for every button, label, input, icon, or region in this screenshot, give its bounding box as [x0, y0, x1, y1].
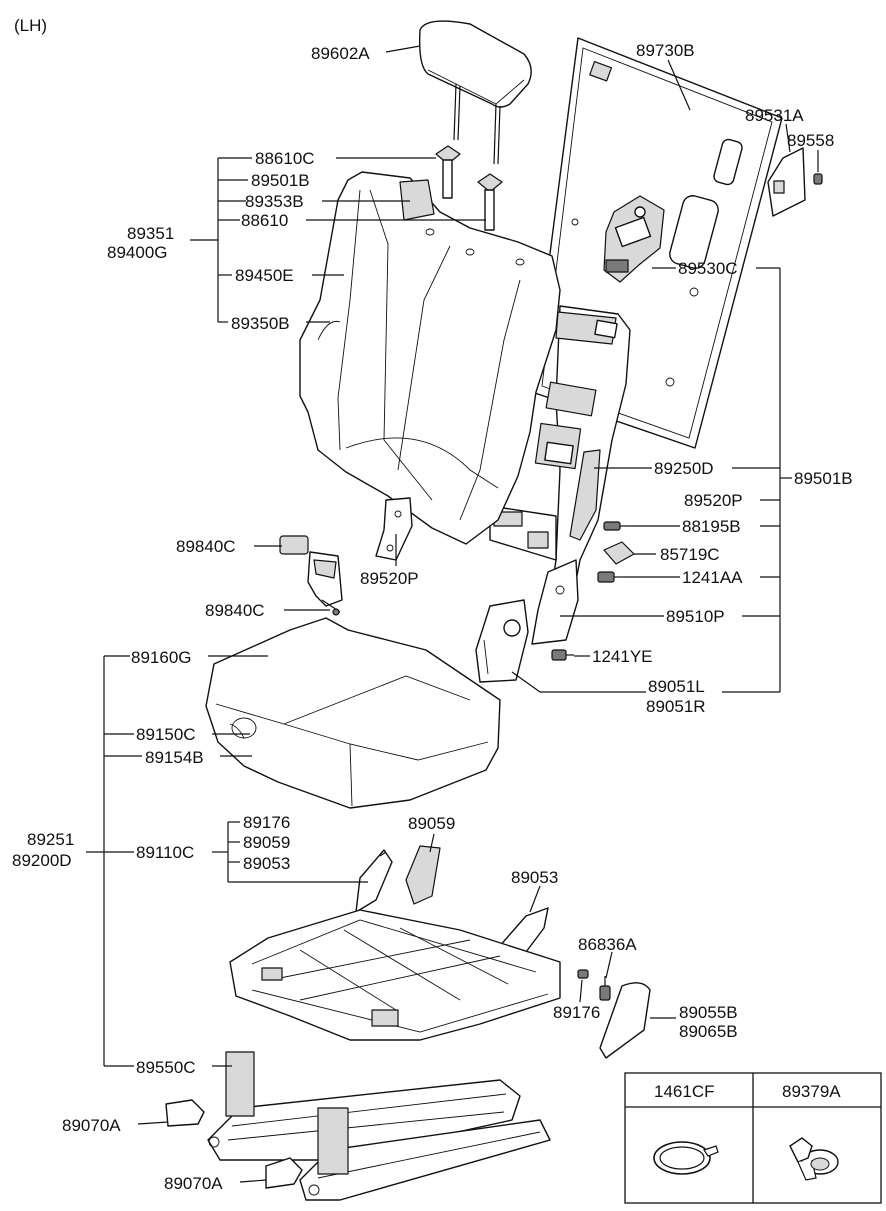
label-85719c: 85719C	[660, 545, 720, 564]
push-clip-89379a-icon	[789, 1137, 839, 1181]
seatback-frame[interactable]	[489, 305, 631, 615]
seat-frame[interactable]	[229, 909, 561, 1041]
bracket-89059-right[interactable]	[405, 845, 441, 905]
label-89350b: 89350B	[231, 314, 290, 333]
ring-clip-1461cf-icon	[653, 1141, 719, 1175]
clip-85719c[interactable]	[603, 541, 635, 565]
seat-rails[interactable]	[207, 1051, 551, 1201]
bolt-1241aa[interactable]	[597, 571, 622, 583]
label-89154b: 89154B	[145, 748, 204, 767]
label-89400g: 89400G	[107, 243, 168, 262]
label-89053-group: 89053	[243, 854, 290, 873]
rail-cover-89070a-left[interactable]	[165, 1099, 205, 1127]
label-88610: 88610	[241, 211, 288, 230]
leader-lines	[86, 45, 819, 1183]
label-89550c: 89550C	[136, 1058, 196, 1077]
label-89176: 89176	[553, 1003, 600, 1022]
label-89602a: 89602A	[311, 44, 370, 63]
latch-mechanism-89530c[interactable]	[603, 195, 665, 283]
label-89450e: 89450E	[235, 266, 294, 285]
label-89501b-right: 89501B	[794, 469, 853, 488]
legend-header-1461cf: 1461CF	[654, 1082, 714, 1101]
headrest-guide-88610c[interactable]	[435, 145, 461, 199]
bracket-89520p-left[interactable]	[375, 497, 413, 561]
label-89110c: 89110C	[136, 843, 194, 862]
side-indicator: (LH)	[14, 16, 47, 35]
label-89531a: 89531A	[745, 106, 804, 125]
belt-buckle-89840c[interactable]	[279, 535, 343, 616]
label-88610c: 88610C	[255, 149, 315, 168]
label-89150c: 89150C	[136, 725, 196, 744]
clip-89558[interactable]	[813, 173, 823, 185]
rail-cover-89070a-right[interactable]	[265, 1157, 303, 1189]
label-89520p-right: 89520P	[684, 491, 743, 510]
label-88195b: 88195B	[682, 517, 741, 536]
label-1241aa: 1241AA	[682, 568, 743, 587]
trim-cover-89055b[interactable]	[599, 982, 651, 1059]
bracket-89059-left[interactable]	[355, 849, 393, 913]
bolt-89176[interactable]	[577, 969, 589, 979]
label-89053: 89053	[511, 868, 558, 887]
label-89176-group: 89176	[243, 813, 290, 832]
legend-header-89379a: 89379A	[782, 1082, 841, 1101]
label-89840c-bottom: 89840C	[205, 601, 265, 620]
label-89840c-top: 89840C	[176, 537, 236, 556]
label-89070a-left: 89070A	[62, 1116, 121, 1135]
label-89065b: 89065B	[679, 1022, 738, 1041]
label-89160g: 89160G	[131, 648, 192, 667]
label-89059-group: 89059	[243, 833, 290, 852]
label-89055b: 89055B	[679, 1003, 738, 1022]
label-89200d: 89200D	[12, 851, 72, 870]
label-89558: 89558	[787, 131, 834, 150]
label-89353b: 89353B	[245, 192, 304, 211]
label-89730b: 89730B	[636, 41, 695, 60]
label-89070a-right: 89070A	[164, 1174, 223, 1193]
label-89250d: 89250D	[654, 459, 714, 478]
label-89051l: 89051L	[648, 677, 705, 696]
label-89510p: 89510P	[666, 607, 725, 626]
headrest-guide-88610[interactable]	[477, 173, 503, 231]
label-1241ye: 1241YE	[592, 647, 653, 666]
bolt-1241ye[interactable]	[551, 649, 574, 661]
bolt-88195b[interactable]	[603, 521, 626, 531]
label-89530c: 89530C	[678, 259, 738, 278]
fastener-legend-table: 1461CF 89379A	[624, 1072, 882, 1204]
bolt-86836a[interactable]	[599, 976, 611, 1001]
label-89051r: 89051R	[646, 697, 706, 716]
cover-89051[interactable]	[475, 599, 529, 683]
small-cover-89531a[interactable]	[767, 147, 806, 217]
label-89059: 89059	[408, 814, 455, 833]
label-89351: 89351	[127, 224, 174, 243]
seat-cushion[interactable]	[205, 617, 501, 809]
hinge-89510p[interactable]	[531, 559, 579, 645]
label-86836a: 86836A	[578, 935, 637, 954]
seatback-cushion[interactable]	[299, 171, 561, 545]
label-89251: 89251	[27, 830, 74, 849]
label-89501b-top: 89501B	[251, 171, 310, 190]
headrest[interactable]	[418, 20, 532, 165]
label-89520p-left: 89520P	[360, 569, 419, 588]
